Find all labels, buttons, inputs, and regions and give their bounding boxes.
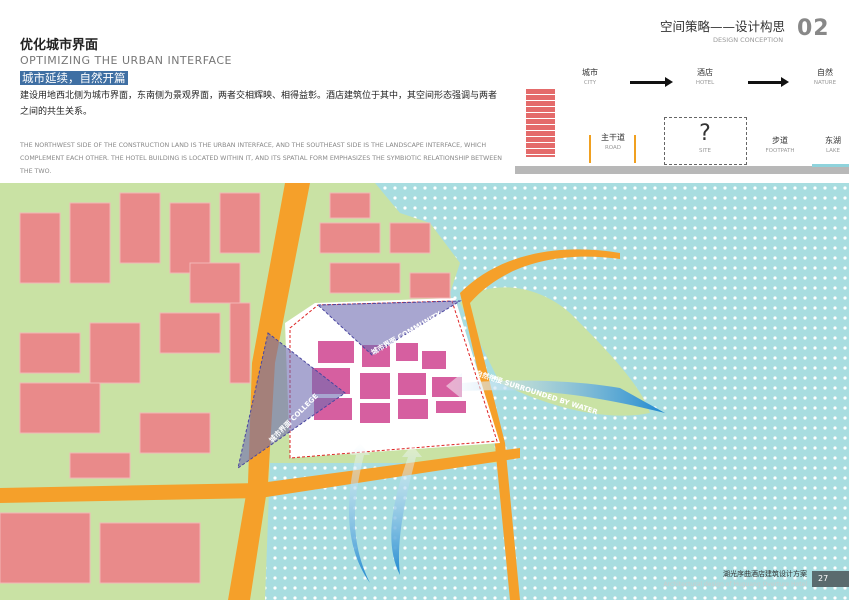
cross-road [0,448,520,503]
page-number: 27 [812,571,849,587]
tower-building [526,89,555,157]
road-lamp-right [634,135,636,163]
road-lamp-left [589,135,591,163]
hotel-buildings [312,341,466,423]
section-subtitle: DESIGN CONCEPTION [713,36,784,44]
page-title-en: OPTIMIZING THE URBAN INTERFACE [20,54,233,67]
ground-line [515,166,849,174]
lake-water [812,164,849,167]
site-boundary [289,300,498,459]
site-plan-map: 城市界面 COMMUNITY 城市界面 COLLEGE 自然衔接 SURROUN… [0,183,849,600]
footer-project-title-en: Architectural design of Huguang Overture… [663,581,807,588]
community-interface-triangle [316,300,462,356]
south-arrow-left [348,443,370,583]
arrow-city-hotel [630,81,668,84]
arrow-head-icon [665,77,673,87]
section-title: 空间策略——设计构思 [660,19,786,34]
section-number: 02 [797,16,830,41]
city-buildings [0,192,451,584]
footer-project-title: 湖光序曲酒店建筑设计方案 [723,570,807,578]
body-text-en: THE NORTHWEST SIDE OF THE CONSTRUCTION L… [20,142,502,175]
page-title: 优化城市界面 [20,38,99,53]
body-text-cn: 建设用地西北侧为城市界面，东南侧为景观界面，两者交相辉映、相得益彰。酒店建筑位于… [20,91,498,117]
label-site: ?SITE [699,121,711,155]
site-box [664,117,747,165]
water-arrow [446,373,665,413]
subtitle-badge: 城市延续，自然开篇 [20,71,128,85]
south-arrow-right [391,445,422,575]
arrow-head-icon [781,77,789,87]
college-interface-triangle [237,332,346,470]
arrow-hotel-nature [748,81,784,84]
